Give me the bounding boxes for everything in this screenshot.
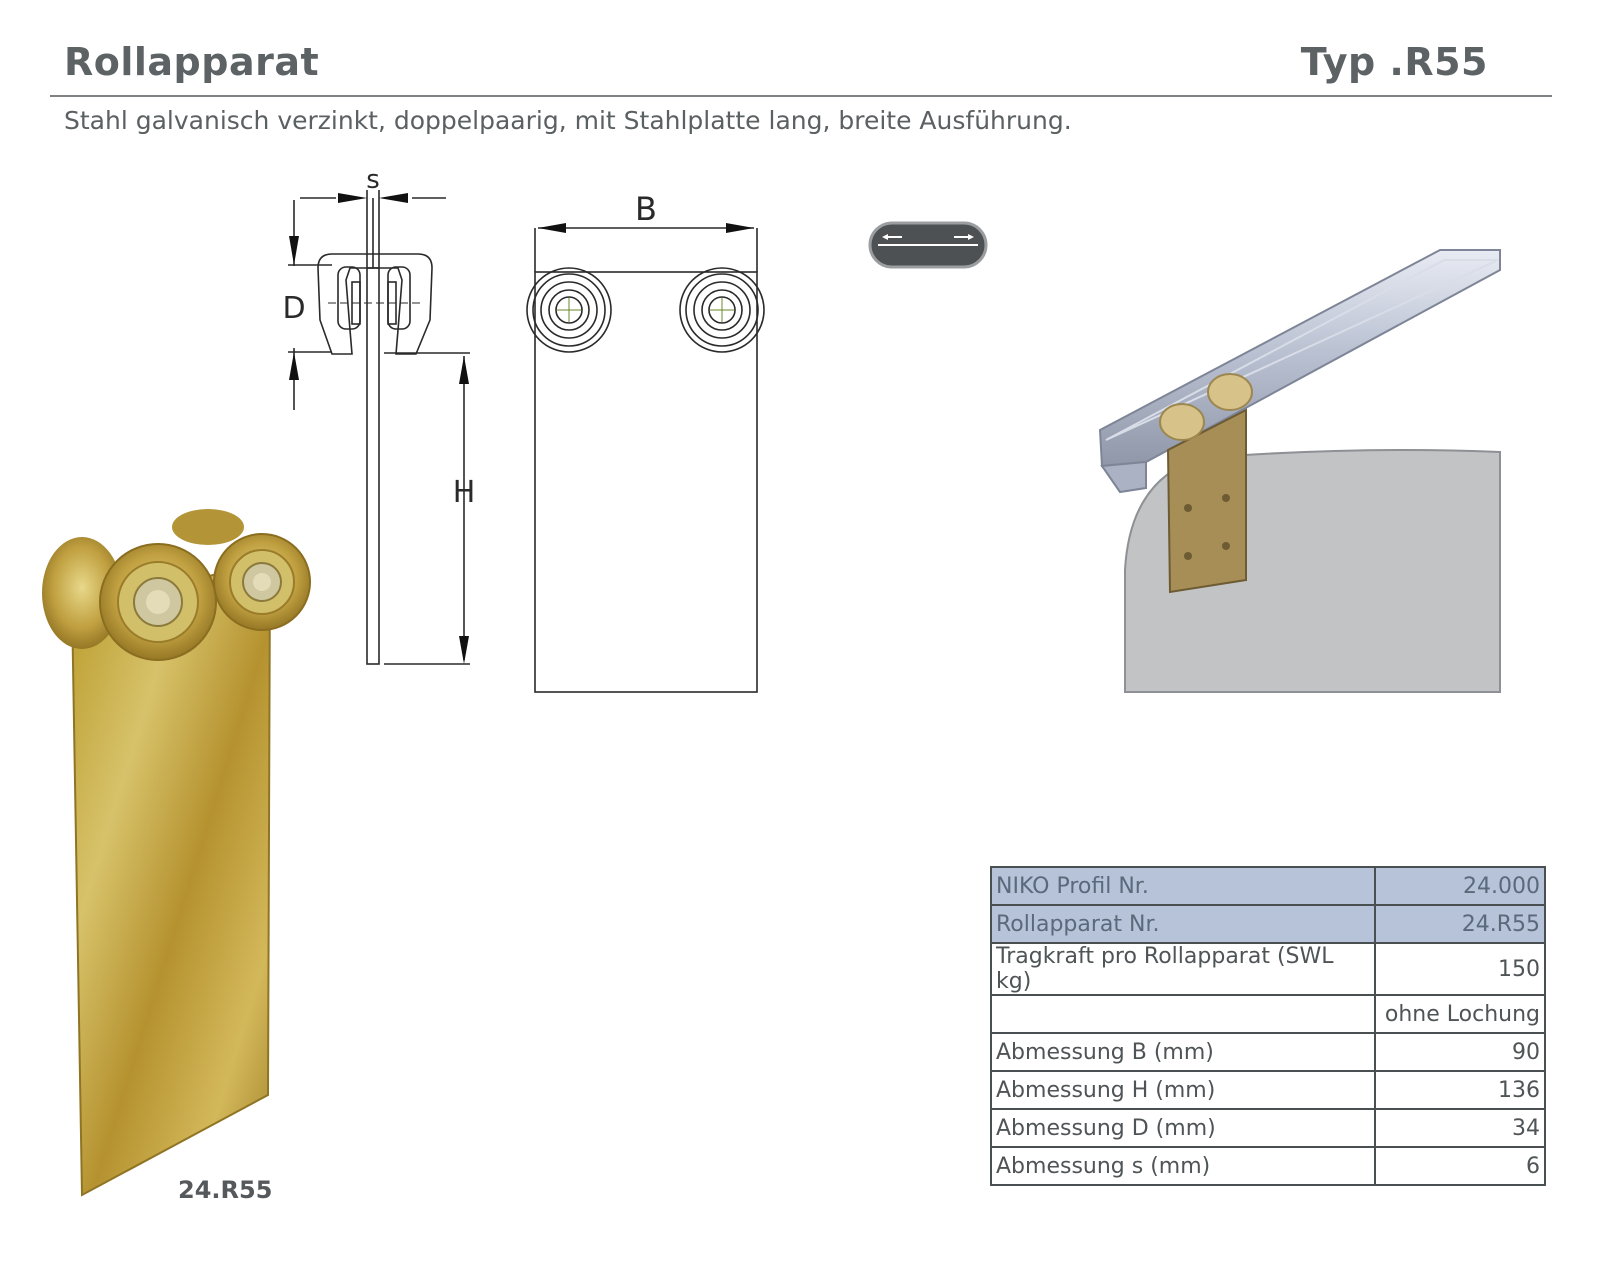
table-row: Abmessung D (mm) 34 xyxy=(990,1108,1546,1148)
table-row: Abmessung s (mm) 6 xyxy=(990,1146,1546,1186)
product-photo xyxy=(42,509,311,1197)
row-value: 150 xyxy=(1374,942,1546,996)
row-label: Tragkraft pro Rollapparat (SWL kg) xyxy=(990,942,1376,996)
type-label: Typ .R55 xyxy=(1300,40,1488,84)
dim-label-d: D xyxy=(282,291,305,326)
table-row: ohne Lochung xyxy=(990,994,1546,1034)
row-value: 136 xyxy=(1374,1070,1546,1110)
row-value: ohne Lochung xyxy=(1374,994,1546,1034)
technical-drawing: s D H B xyxy=(282,170,765,693)
row-value: 24.000 xyxy=(1374,866,1546,906)
dim-label-b: B xyxy=(635,190,657,228)
row-label: Abmessung D (mm) xyxy=(990,1108,1376,1148)
row-label: NIKO Profil Nr. xyxy=(990,866,1376,906)
table-row: NIKO Profil Nr. 24.000 xyxy=(990,866,1546,906)
row-value: 90 xyxy=(1374,1032,1546,1072)
page-title: Rollapparat xyxy=(64,40,320,84)
article-number-label: 24.R55 xyxy=(178,1176,273,1204)
installation-render xyxy=(1098,249,1501,693)
row-label: Abmessung B (mm) xyxy=(990,1032,1376,1072)
row-value: 34 xyxy=(1374,1108,1546,1148)
row-label: Abmessung H (mm) xyxy=(990,1070,1376,1110)
dim-label-h: H xyxy=(453,475,476,510)
page-subtitle: Stahl galvanisch verzinkt, doppelpaarig,… xyxy=(64,106,1072,135)
table-row: Abmessung H (mm) 136 xyxy=(990,1070,1546,1110)
dim-label-s: s xyxy=(366,170,380,195)
spec-table: NIKO Profil Nr. 24.000 Rollapparat Nr. 2… xyxy=(990,866,1546,1186)
double-arrow-rail-icon xyxy=(868,221,988,269)
row-label: Abmessung s (mm) xyxy=(990,1146,1376,1186)
row-label: Rollapparat Nr. xyxy=(990,904,1376,944)
row-value: 24.R55 xyxy=(1374,904,1546,944)
table-row: Abmessung B (mm) 90 xyxy=(990,1032,1546,1072)
header-rule xyxy=(50,95,1552,97)
row-value: 6 xyxy=(1374,1146,1546,1186)
row-label xyxy=(990,994,1376,1034)
table-row: Tragkraft pro Rollapparat (SWL kg) 150 xyxy=(990,942,1546,996)
table-row: Rollapparat Nr. 24.R55 xyxy=(990,904,1546,944)
